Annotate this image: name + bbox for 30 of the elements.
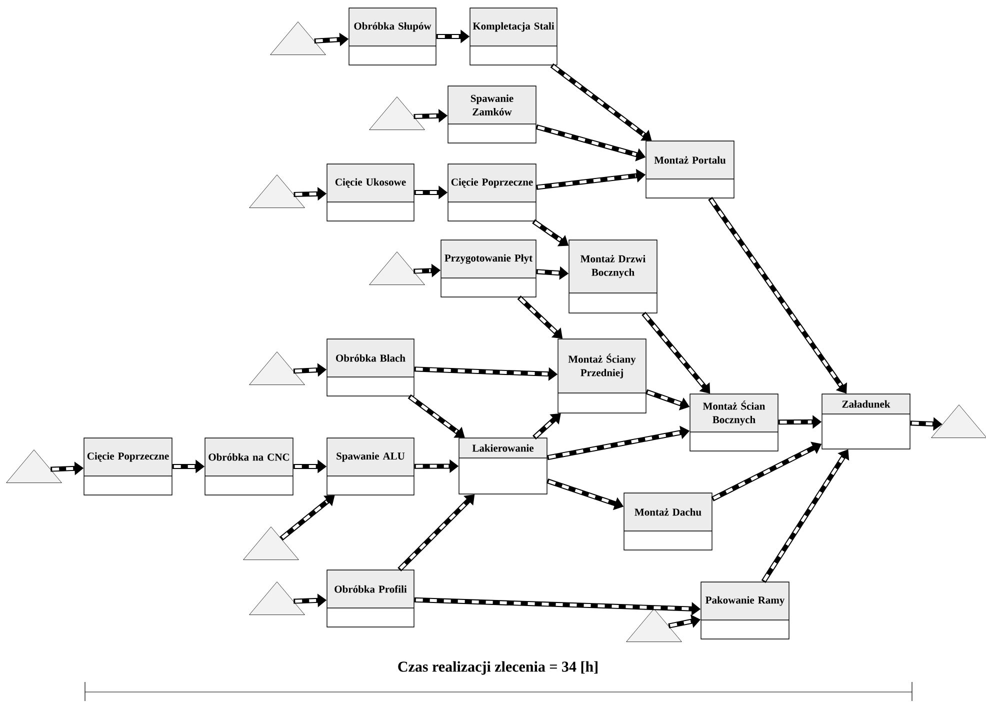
triangle-symbol xyxy=(249,582,305,615)
process-box: Obróbka Blach xyxy=(326,338,414,396)
process-box: Przygotowanie Płyt xyxy=(440,240,536,298)
triangle-symbol xyxy=(369,96,425,130)
process-box: Obróbka Profili xyxy=(326,570,414,628)
process-box: Obróbka na CNC xyxy=(204,438,294,496)
triangle-symbol xyxy=(249,352,305,385)
process-box: Montaż Drzwi Bocznych xyxy=(568,240,658,314)
process-box: Cięcie Ukosowe xyxy=(326,164,414,222)
triangle-symbol xyxy=(369,252,425,285)
process-box: Montaż Ścian Bocznych xyxy=(690,394,778,452)
process-box: Kompletacja Stali xyxy=(470,8,558,66)
triangle-symbol xyxy=(249,174,305,208)
process-box: Montaż Dachu xyxy=(624,492,712,550)
triangle-symbol xyxy=(270,22,326,55)
triangle-symbol xyxy=(931,404,986,438)
process-box: Montaż Ściany Przedniej xyxy=(558,338,646,414)
process-box: Cięcie Poprzeczne xyxy=(84,438,172,496)
process-box: Cięcie Poprzeczne xyxy=(448,164,536,222)
triangle-symbol xyxy=(243,526,299,560)
process-box: Spawanie ALU xyxy=(326,438,414,496)
process-box: Obróbka Słupów xyxy=(348,8,436,66)
process-box: Lakierowanie xyxy=(458,438,548,494)
process-box: Spawanie Zamków xyxy=(448,86,536,144)
triangle-symbol xyxy=(626,608,682,642)
process-box: Pakowanie Ramy xyxy=(700,582,790,640)
process-box: Załadunek xyxy=(822,394,910,450)
process-box: Montaż Portalu xyxy=(646,140,734,198)
triangle-symbol xyxy=(6,450,62,483)
duration-label: Czas realizacji zlecenia = 34 [h] xyxy=(398,661,598,675)
